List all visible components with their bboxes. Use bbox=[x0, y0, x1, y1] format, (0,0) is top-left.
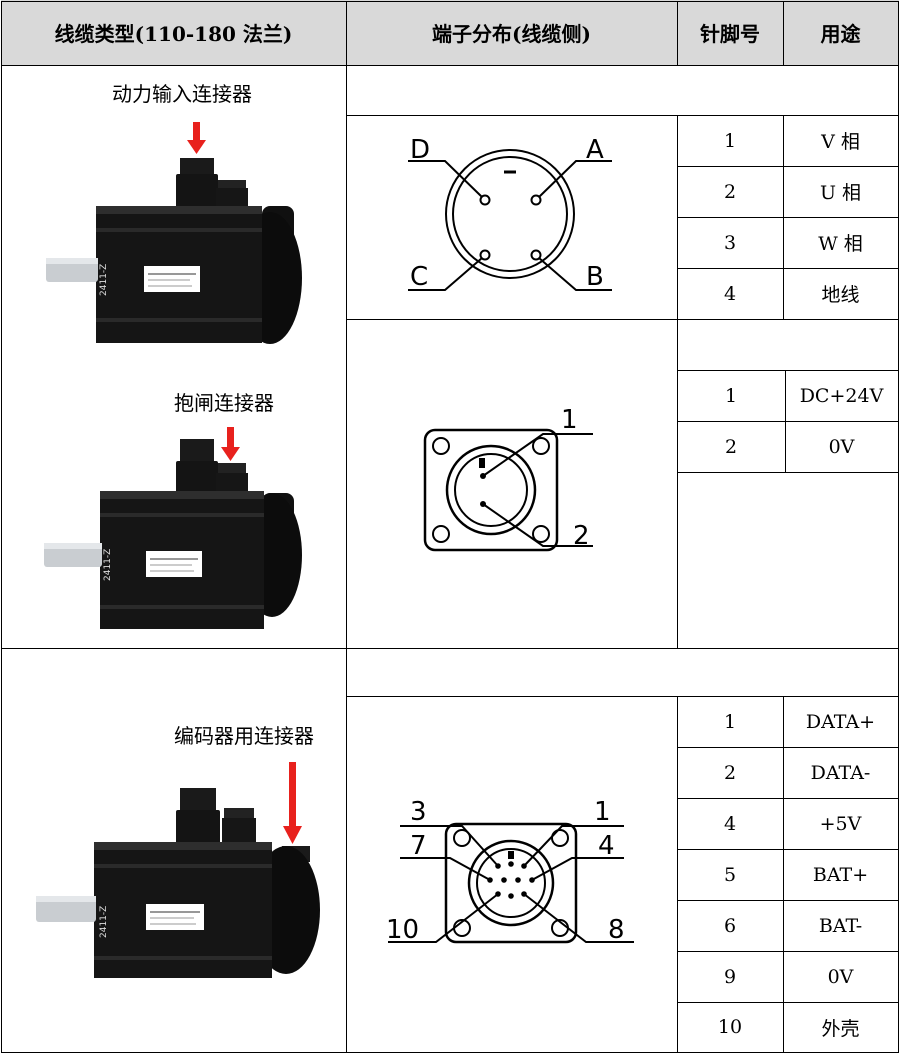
pin-label: 7 bbox=[410, 831, 427, 861]
pin-label: C bbox=[410, 262, 428, 292]
grid-line bbox=[677, 115, 678, 648]
header-terminal-layout: 端子分布(线缆侧) bbox=[432, 22, 591, 46]
encoder-pin-6: 9 bbox=[723, 965, 737, 988]
grid-line bbox=[677, 1, 678, 66]
grid-line bbox=[677, 472, 899, 473]
grid-line bbox=[677, 849, 899, 850]
encoder-use-5: BAT- bbox=[818, 914, 863, 937]
grid-line bbox=[677, 268, 899, 269]
power-pin-3: 3 bbox=[723, 231, 737, 254]
power-use-4: 地线 bbox=[821, 284, 860, 306]
brake-connector-diagram: 1 2 bbox=[423, 405, 593, 552]
grid-line bbox=[1, 1052, 899, 1053]
pin-label: 2 bbox=[573, 521, 590, 551]
power-connector-diagram: D A C B bbox=[408, 135, 612, 292]
header-usage: 用途 bbox=[820, 22, 861, 46]
encoder-pin-5: 6 bbox=[723, 914, 737, 937]
red-arrow-icon bbox=[187, 122, 206, 154]
grid-line bbox=[783, 1, 784, 66]
red-arrow-icon bbox=[221, 427, 240, 461]
brake-use-1: DC+24V bbox=[799, 384, 884, 407]
grid-line bbox=[677, 217, 899, 218]
pin-label: 1 bbox=[594, 797, 611, 827]
encoder-connector-label: 编码器用连接器 bbox=[174, 724, 314, 748]
motor-image-encoder: 2411-Z bbox=[36, 762, 320, 978]
grid-line bbox=[677, 421, 899, 422]
encoder-use-6: 0V bbox=[827, 965, 854, 988]
grid-line bbox=[677, 798, 899, 799]
pin-label: 1 bbox=[561, 405, 578, 435]
grid-line bbox=[898, 1, 899, 1053]
grid-line bbox=[1, 648, 899, 649]
encoder-use-4: BAT+ bbox=[812, 863, 869, 886]
encoder-pin-1: 1 bbox=[723, 710, 737, 733]
grid-line bbox=[346, 115, 899, 116]
pin-label: 10 bbox=[386, 915, 419, 945]
red-arrow-icon bbox=[283, 762, 302, 844]
power-connector-label: 动力输入连接器 bbox=[112, 82, 252, 106]
power-use-1: V 相 bbox=[821, 131, 860, 153]
grid-line bbox=[677, 1002, 899, 1003]
encoder-pin-2: 2 bbox=[723, 761, 737, 784]
brake-pin-2: 2 bbox=[724, 435, 738, 458]
power-use-2: U 相 bbox=[819, 182, 862, 204]
encoder-use-1: DATA+ bbox=[805, 710, 876, 733]
encoder-use-7: 外壳 bbox=[821, 1017, 860, 1040]
grid-line bbox=[677, 951, 899, 952]
pin-label: B bbox=[586, 262, 604, 292]
encoder-pin-3: 4 bbox=[723, 812, 737, 835]
motor-image-brake: 2411-Z bbox=[44, 427, 302, 629]
header-pin-number: 针脚号 bbox=[700, 22, 760, 46]
grid-line bbox=[1, 1, 899, 2]
encoder-connector-diagram: 3 1 7 4 10 8 bbox=[386, 797, 634, 945]
grid-line bbox=[677, 747, 899, 748]
grid-line bbox=[346, 696, 899, 697]
grid-line bbox=[677, 696, 678, 1053]
header-cable-type: 线缆类型(110-180 法兰) bbox=[54, 22, 293, 46]
power-pin-4: 4 bbox=[723, 282, 737, 305]
table-header bbox=[1, 0, 899, 65]
brake-connector-label: 抱闸连接器 bbox=[174, 391, 274, 415]
motor-model-text: 2411-Z bbox=[99, 906, 109, 938]
grid-line bbox=[783, 696, 784, 1053]
grid-line bbox=[346, 319, 899, 320]
power-use-3: W 相 bbox=[818, 233, 863, 255]
grid-line bbox=[1, 65, 899, 66]
pin-label: 8 bbox=[608, 915, 625, 945]
pin-label: 3 bbox=[410, 797, 427, 827]
encoder-use-2: DATA- bbox=[810, 761, 871, 784]
encoder-use-3: +5V bbox=[819, 812, 862, 835]
encoder-pin-4: 5 bbox=[723, 863, 737, 886]
encoder-pin-7: 10 bbox=[717, 1016, 743, 1038]
motor-image-power: 2411-Z bbox=[46, 122, 302, 344]
grid-line bbox=[677, 166, 899, 167]
grid-line bbox=[677, 370, 899, 371]
pin-label: D bbox=[410, 135, 430, 165]
power-pin-2: 2 bbox=[723, 180, 737, 203]
grid-line bbox=[677, 900, 899, 901]
brake-use-2: 0V bbox=[828, 435, 855, 458]
pin-label: 4 bbox=[598, 831, 615, 861]
power-pin-1: 1 bbox=[723, 129, 737, 152]
brake-pin-1: 1 bbox=[724, 384, 738, 407]
motor-model-text: 2411-Z bbox=[99, 264, 109, 296]
grid-line bbox=[346, 1, 347, 1053]
motor-model-text: 2411-Z bbox=[103, 549, 113, 581]
pin-label: A bbox=[586, 135, 604, 165]
grid-line bbox=[1, 1, 2, 1053]
